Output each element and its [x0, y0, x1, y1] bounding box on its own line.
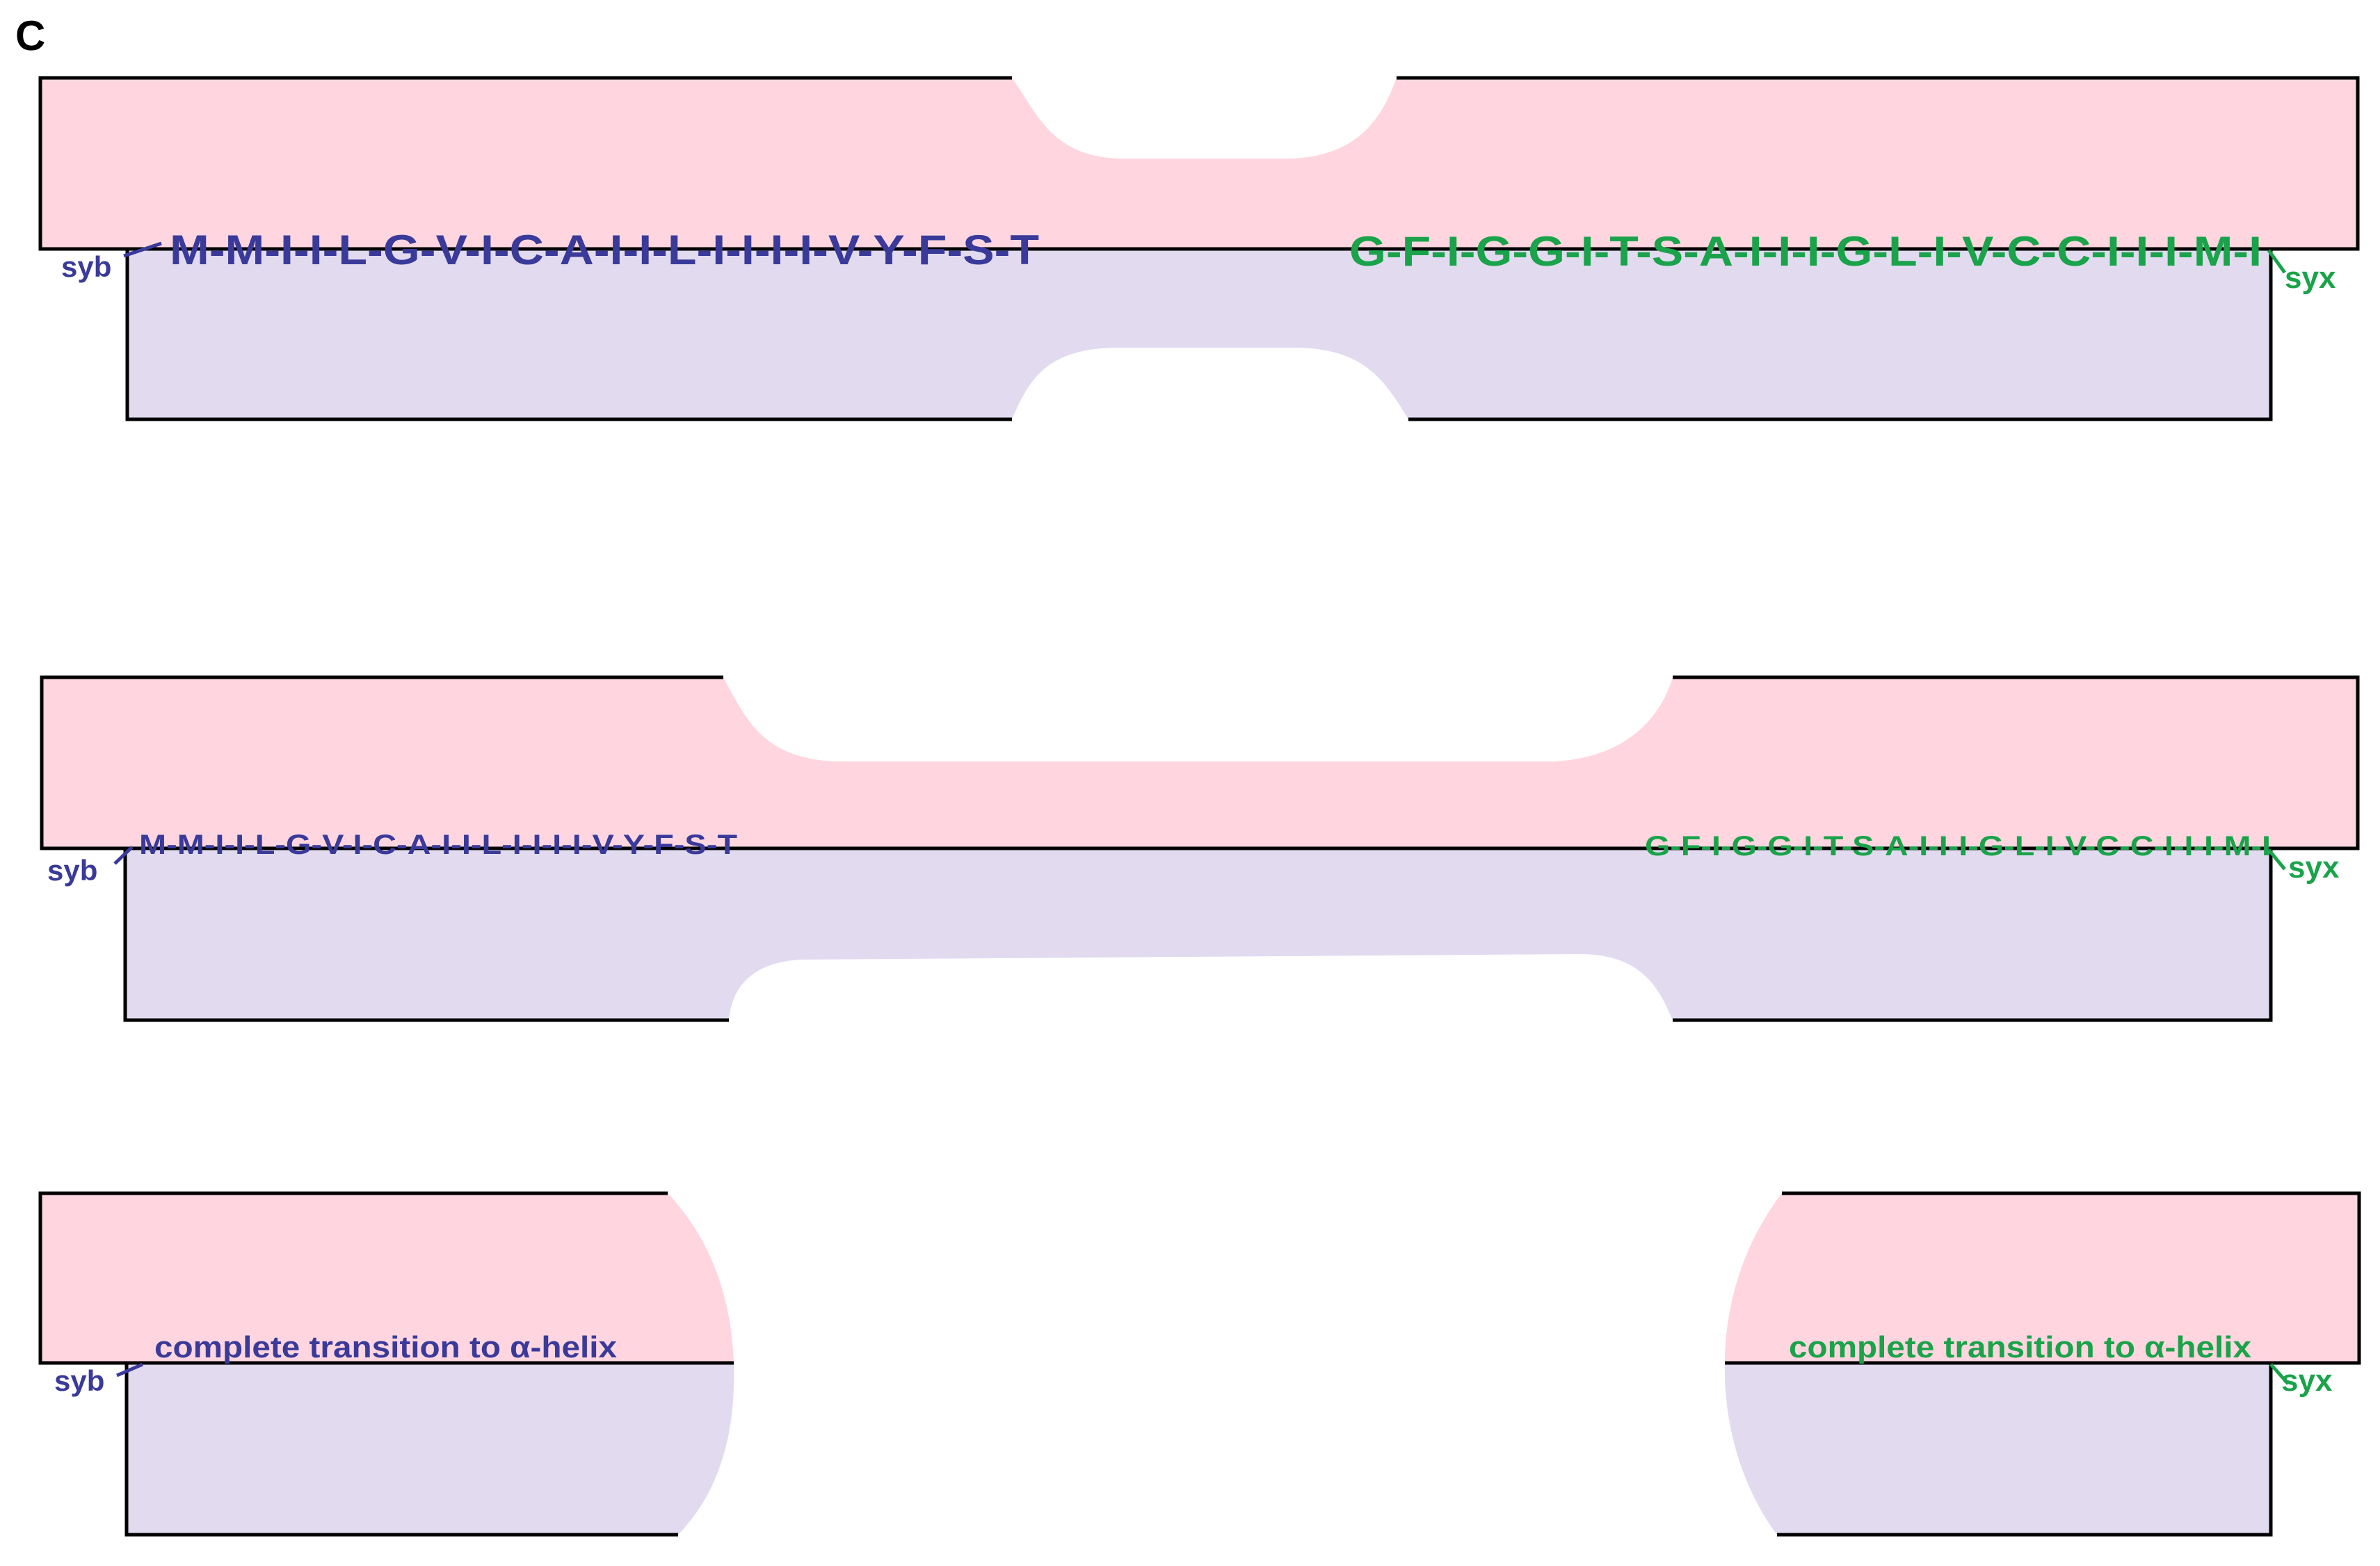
stage3-syx-text: complete transition to α-helix	[1789, 1330, 2252, 1364]
stage1-syb-tick	[123, 241, 162, 258]
stage2-syx-sequence: G-F-I-G-G-I-T-S-A-I-I-I-G-L-I-V-C-C-I-I-…	[1645, 831, 2271, 862]
stage1-syx-tick	[2267, 249, 2287, 274]
stage1-syb-sequence: M-M-I-I-L-G-V-I-C-A-I-I-L-I-I-I-I-V-Y-F-…	[170, 227, 1039, 273]
stage1-syb-label: syb	[61, 250, 111, 283]
stage3-syx-label: syx	[2281, 1364, 2333, 1398]
stage3-syx-tick	[2269, 1363, 2290, 1385]
stage2-syb-label: syb	[47, 854, 97, 887]
stage2-lower-outline	[123, 848, 2273, 1022]
stage2-upper-membrane	[42, 677, 2358, 848]
stage2-syb-tick	[113, 846, 134, 865]
stage3-right-outline	[1725, 1191, 2361, 1537]
stage-3: syb complete transition to α-helix compl…	[38, 1191, 2361, 1537]
stage3-syb-label: syb	[54, 1364, 104, 1397]
panel-label: C	[15, 13, 45, 59]
stage1-syx-sequence: G-F-I-G-G-I-T-S-A-I-I-I-G-L-I-V-C-C-I-I-…	[1349, 228, 2262, 275]
stage1-lower-membrane	[127, 249, 2271, 419]
stage3-syb-tick	[116, 1362, 143, 1378]
stage2-syb-sequence: M-M-I-I-L-G-V-I-C-A-I-I-L-I-I-I-I-V-Y-F-…	[139, 830, 737, 860]
stage1-syx-label: syx	[2285, 261, 2336, 295]
stage1-upper-membrane	[40, 78, 2358, 249]
stage2-syx-tick	[2267, 848, 2286, 871]
stage2-syx-label: syx	[2288, 850, 2340, 885]
stage3-lower-membrane-left	[127, 1363, 734, 1535]
stage2-upper-outline	[40, 675, 2360, 850]
stage-2: syb M-M-I-I-L-G-V-I-C-A-I-I-L-I-I-I-I-V-…	[40, 675, 2360, 1022]
stage-1: syb M-M-I-I-L-G-V-I-C-A-I-I-L-I-I-I-I-V-…	[38, 76, 2360, 421]
stage3-upper-membrane-left	[40, 1193, 734, 1363]
stage1-lower-outline	[125, 249, 2273, 421]
stage1-upper-outline	[38, 76, 2360, 251]
stage2-lower-membrane	[125, 848, 2271, 1020]
stage3-upper-membrane-right	[1725, 1193, 2359, 1363]
stage3-syb-text: complete transition to α-helix	[154, 1330, 618, 1364]
stage3-lower-membrane-right	[1724, 1363, 2271, 1535]
stage3-left-outline	[38, 1191, 734, 1537]
